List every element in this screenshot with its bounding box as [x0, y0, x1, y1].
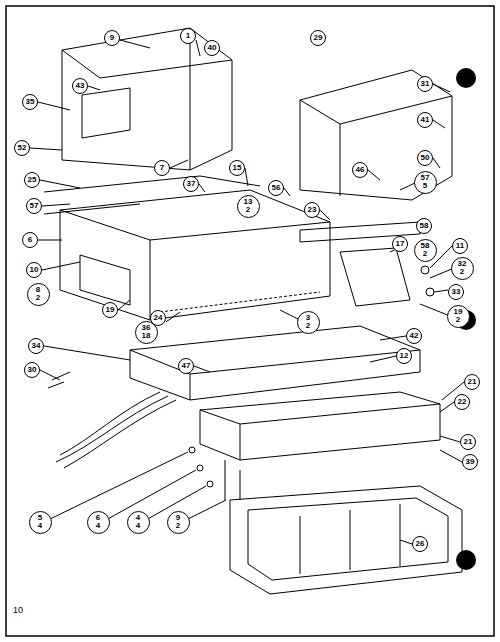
top-rail: [44, 176, 260, 214]
page-frame: [6, 6, 494, 636]
drain-tube: [225, 460, 240, 500]
base-tray: [230, 486, 462, 594]
callout-number: 39: [462, 454, 478, 470]
callout-number: 25: [24, 172, 40, 188]
coil-fins: [160, 292, 320, 312]
callout-number: 24: [150, 310, 166, 326]
callout-number: 41: [417, 112, 433, 128]
cover-plate: [80, 255, 130, 305]
callout-number: 11: [452, 238, 468, 254]
callout-number: 40: [204, 40, 220, 56]
tray-inner: [248, 498, 448, 580]
callout-number: 8 2: [27, 283, 50, 306]
callout-number: 6 4: [87, 511, 110, 534]
callout-number: 37: [183, 176, 199, 192]
control-bracket: [340, 248, 410, 306]
callout-number: 23: [304, 202, 320, 218]
callout-number: 3 2: [297, 311, 320, 334]
callout-number: 21: [464, 374, 480, 390]
divider-shelf: [130, 326, 420, 400]
evaporator-housing: [60, 190, 330, 320]
panel-bracket: [82, 88, 130, 138]
callout-number: 1: [180, 28, 196, 44]
screw: [197, 465, 203, 471]
page-number: 10: [13, 605, 23, 615]
callout-number: 19: [102, 302, 118, 318]
rear-panel: [300, 70, 452, 200]
shelf-edge: [130, 350, 420, 400]
punch-hole: [456, 550, 476, 570]
screw: [189, 447, 195, 453]
callout-number: 22: [454, 394, 470, 410]
callout-number: 58: [416, 218, 432, 234]
drain-trough: [200, 392, 440, 460]
side-panel: [62, 28, 232, 170]
callout-number: 56: [268, 180, 284, 196]
trough-edge: [200, 404, 440, 460]
callout-number: 43: [72, 78, 88, 94]
callout-number: 57 5: [414, 171, 437, 194]
callout-number: 21: [460, 434, 476, 450]
callout-number: 13 2: [237, 195, 260, 218]
callout-number: 12: [396, 348, 412, 364]
callout-number: 50: [417, 150, 433, 166]
callout-number: 19 2: [447, 305, 470, 328]
callout-number: 47: [178, 358, 194, 374]
leader-lines: [30, 40, 464, 544]
wire-harness: [56, 392, 176, 468]
tray-ribs: [300, 504, 400, 574]
callout-number: 7: [154, 160, 170, 176]
callout-number: 32 2: [451, 257, 474, 280]
panel-edge: [300, 96, 452, 196]
screw: [426, 288, 434, 296]
callout-number: 5 4: [29, 511, 52, 534]
callout-number: 17: [392, 236, 408, 252]
callout-number: 35: [22, 94, 38, 110]
housing-edge: [60, 210, 330, 320]
callout-number: 10: [26, 262, 42, 278]
callout-number: 15: [229, 160, 245, 176]
screw: [207, 481, 213, 487]
callout-number: 9: [104, 30, 120, 46]
callout-number: 42: [406, 328, 422, 344]
callout-number: 6: [22, 232, 38, 248]
callout-number: 58 2: [414, 239, 437, 262]
callout-number: 57: [26, 198, 42, 214]
punch-hole: [456, 68, 476, 88]
callout-number: 31: [417, 76, 433, 92]
callout-number: 33: [448, 284, 464, 300]
callout-number: 46: [352, 162, 368, 178]
callout-number: 34: [28, 338, 44, 354]
callout-number: 30: [24, 362, 40, 378]
callout-number: 9 2: [167, 511, 190, 534]
panel-edge: [62, 28, 232, 170]
clip: [421, 266, 429, 274]
callout-number: 52: [14, 140, 30, 156]
callout-number: 26: [412, 536, 428, 552]
callout-number: 4 4: [127, 511, 150, 534]
callout-number: 29: [310, 30, 326, 46]
